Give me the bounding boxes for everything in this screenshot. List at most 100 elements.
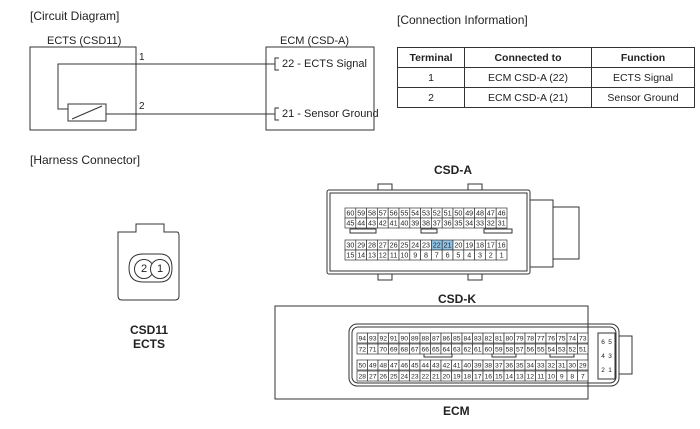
csd-k-side-pin-label: 1 <box>608 367 612 374</box>
csd-k-pin-cell <box>577 359 589 371</box>
csd-k-pin-label: 42 <box>442 362 450 369</box>
csd-k-pin-label: 11 <box>537 373 544 380</box>
csd-k-pin-label: 29 <box>579 362 587 369</box>
csd-k-pin-label: 58 <box>505 346 513 353</box>
csd-k-pin-label: 77 <box>537 335 545 342</box>
csd-k-pin-label: 68 <box>400 346 408 353</box>
csd-k-side-pin-label: 4 <box>601 353 605 360</box>
csd-k-pin-label: 37 <box>495 362 503 369</box>
csd-a-pin-label: 24 <box>411 241 419 250</box>
csd-k-pin-label: 76 <box>547 335 555 342</box>
table-cell: ECM CSD-A (21) <box>464 87 592 108</box>
csd-k-pin-label: 82 <box>484 335 492 342</box>
table-cell: 2 <box>397 87 465 108</box>
csd-a-pin-label: 19 <box>465 241 473 250</box>
csd-k-pin-label: 44 <box>421 362 429 369</box>
csd-k-pin-label: 73 <box>579 335 587 342</box>
csd-k-pin-label: 40 <box>463 362 471 369</box>
csd-k-pin-label: 24 <box>400 373 408 380</box>
csd-k-pin-label: 31 <box>558 362 566 369</box>
csd-k-pin-label: 39 <box>474 362 482 369</box>
csd-k-pin-label: 26 <box>379 373 387 380</box>
csd-k-pin-label: 80 <box>505 335 513 342</box>
table-row: 2 ECM CSD-A (21) Sensor Ground <box>397 87 695 108</box>
csd-a-pin-label: 47 <box>487 209 495 218</box>
csd-k-pin-label: 53 <box>558 346 566 353</box>
csd-k-pin-label: 64 <box>442 346 450 353</box>
table-cell: ECTS Signal <box>591 67 695 88</box>
csd-k-pin-label: 69 <box>390 346 398 353</box>
csd-k-pin-label: 50 <box>358 362 366 369</box>
table-cell: 1 <box>397 67 465 88</box>
signal-wire <box>57 63 275 110</box>
csd-a-pin-label: 29 <box>357 241 365 250</box>
csd-a-pin-label: 36 <box>444 219 452 228</box>
csd-a-pin-label: 13 <box>368 251 376 260</box>
csd-k-pin-label: 87 <box>432 335 440 342</box>
csd-k-pin-label: 46 <box>400 362 408 369</box>
csd-k-pin-label: 90 <box>400 335 408 342</box>
csd-k-pin-label: 33 <box>537 362 545 369</box>
csd-k-pin-label: 78 <box>526 335 534 342</box>
csd-a-pin-label: 54 <box>411 209 419 218</box>
csd-a-pin-cell <box>495 217 508 229</box>
csd-a-pin-label: 31 <box>498 219 506 228</box>
csd-a-pin-label: 6 <box>446 251 450 260</box>
connection-table: Terminal Connected to Function 1 ECM CSD… <box>397 47 695 108</box>
csd-k-pin-label: 67 <box>411 346 419 353</box>
csd-k-pin-label: 28 <box>358 373 366 380</box>
csd-k-pin-label: 17 <box>474 373 482 380</box>
csd-a-pin-label: 33 <box>476 219 484 228</box>
ecm-footer-label: ECM <box>443 404 470 418</box>
csd-a-pin-label: 42 <box>379 219 387 228</box>
csd-a-pin-label: 55 <box>400 209 408 218</box>
connected-to-column-header: Connected to <box>464 47 592 68</box>
csd-k-pin-label: 79 <box>516 335 524 342</box>
csd-k-pin-label: 85 <box>453 335 461 342</box>
csd-k-pin-label: 13 <box>516 373 524 380</box>
csd-a-pin-label: 44 <box>357 219 365 228</box>
csd-a-pin-label: 40 <box>400 219 408 228</box>
csd11-label: CSD11 ECTS <box>110 323 188 351</box>
csd-k-pin-label: 88 <box>421 335 429 342</box>
csd-k-pin-label: 49 <box>369 362 377 369</box>
ecm-component-label: ECM (CSD-A) <box>280 35 350 47</box>
csd-a-pin-label: 41 <box>390 219 398 228</box>
csd-a-pin-label: 23 <box>422 241 430 250</box>
csd-a-pin-label: 37 <box>433 219 441 228</box>
connection-info-heading: [Connection Information] <box>397 13 528 27</box>
csd-k-pin-label: 30 <box>568 362 576 369</box>
csd-k-pin-label: 61 <box>474 346 482 353</box>
csd-k-pin-label: 15 <box>495 373 503 380</box>
csd-k-pin-label: 47 <box>390 362 398 369</box>
csd-a-pin-label: 1 <box>500 251 504 260</box>
csd-k-pin-label: 55 <box>537 346 545 353</box>
csd-k-pin-label: 14 <box>505 373 513 380</box>
csd-k-pin-label: 62 <box>463 346 471 353</box>
csd-k-pin-label: 22 <box>421 373 429 380</box>
csd-a-pin-label: 15 <box>346 251 354 260</box>
csd-k-pin-label: 56 <box>526 346 534 353</box>
csd-a-pin-label: 20 <box>454 241 462 250</box>
csd-a-title: CSD-A <box>434 163 472 177</box>
terminal-column-header: Terminal <box>397 47 465 68</box>
csd11-label-line1: CSD11 <box>129 323 169 337</box>
csd-a-pin-label: 46 <box>498 209 506 218</box>
sensor-resistor-slash <box>71 105 103 120</box>
csd-a-pin-label: 51 <box>444 209 452 218</box>
csd-k-title: CSD-K <box>438 292 476 306</box>
csd-k-pin-label: 93 <box>369 335 377 342</box>
csd-a-pin-label: 27 <box>379 241 387 250</box>
csd-a-pin-label: 53 <box>422 209 430 218</box>
csd-a-pin-label: 8 <box>424 251 428 260</box>
csd-k-pin-label: 71 <box>369 346 377 353</box>
csd-a-pin-label: 3 <box>478 251 482 260</box>
csd-k-pin-label: 43 <box>432 362 440 369</box>
function-column-header: Function <box>591 47 695 68</box>
csd-k-pin-label: 81 <box>495 335 503 342</box>
csd-k-pin-label: 57 <box>516 346 524 353</box>
csd-k-pin-label: 7 <box>581 373 585 380</box>
csd-a-pin-label: 49 <box>465 209 473 218</box>
csd-a-pin-label: 11 <box>390 251 397 260</box>
